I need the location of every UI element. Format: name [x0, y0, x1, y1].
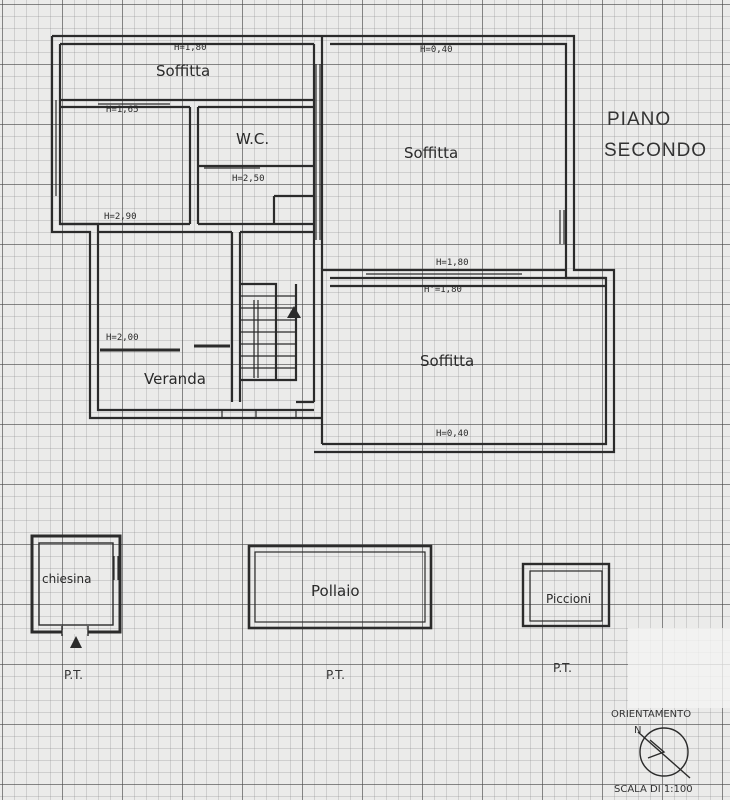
scale-label: SCALA DI 1:100 [614, 784, 693, 795]
outer-wall-left-block [50, 34, 322, 420]
room-chiesina: chiesina [42, 572, 92, 586]
chiesina-entry-arrow [70, 636, 82, 648]
piccioni-inner [529, 570, 603, 622]
height-label-8: H'=1,80 [424, 285, 462, 295]
paper-patch [628, 628, 730, 708]
room-soffitta-top-left: Soffitta [156, 62, 211, 80]
wall-mid-left [60, 222, 314, 234]
wall-right-divider [322, 268, 606, 288]
pollaio-outer [247, 544, 433, 630]
height-label-4: H=2,90 [104, 212, 137, 222]
pollaio-inner [254, 551, 426, 623]
pt-label-piccioni: P.T. [553, 661, 572, 675]
window-stair [253, 300, 259, 378]
room-pollaio: Pollaio [311, 582, 360, 600]
window-right-side [559, 210, 565, 244]
room-piccioni: Piccioni [546, 592, 592, 606]
pt-label-chiesina: P.T. [64, 668, 83, 682]
central-wall [222, 36, 324, 444]
door-bottom-left [221, 410, 297, 418]
title-line1: PIANO [607, 109, 672, 130]
stair-treads [240, 295, 296, 369]
pt-label-pollaio: P.T. [326, 668, 345, 682]
chiesina-inner [38, 542, 114, 626]
wall-wc [188, 107, 314, 224]
stair-arrow [287, 306, 301, 318]
wall-soffitta-bottom [60, 98, 314, 109]
height-label-7: H=1,80 [436, 258, 469, 268]
height-label-5: H=2,00 [106, 333, 139, 343]
wall-stair [230, 232, 298, 402]
piccioni-outer [521, 562, 611, 628]
height-label-3: H=2,50 [232, 174, 265, 184]
outer-wall-right-block [314, 34, 616, 454]
height-label-9: H=0,40 [436, 429, 469, 439]
north-label: N [634, 725, 642, 736]
wall-veranda [100, 344, 230, 352]
height-label-6: H=0,40 [420, 45, 453, 55]
north-arrow-icon [637, 727, 691, 779]
window-central-1 [315, 64, 321, 240]
window-left-1 [51, 100, 57, 196]
title-line2: SECONDO [604, 140, 708, 161]
orientation-label: ORIENTAMENTO [611, 709, 692, 720]
room-soffitta-top-right: Soffitta [404, 144, 459, 162]
room-wc: W.C. [236, 130, 270, 148]
room-soffitta-bottom-right: Soffitta [420, 352, 475, 370]
height-label-1: H=1,80 [174, 43, 207, 53]
height-label-2: H=1,65 [106, 105, 139, 115]
wall-closet [272, 194, 314, 224]
chiesina-window [113, 556, 119, 580]
room-veranda: Veranda [144, 370, 206, 388]
